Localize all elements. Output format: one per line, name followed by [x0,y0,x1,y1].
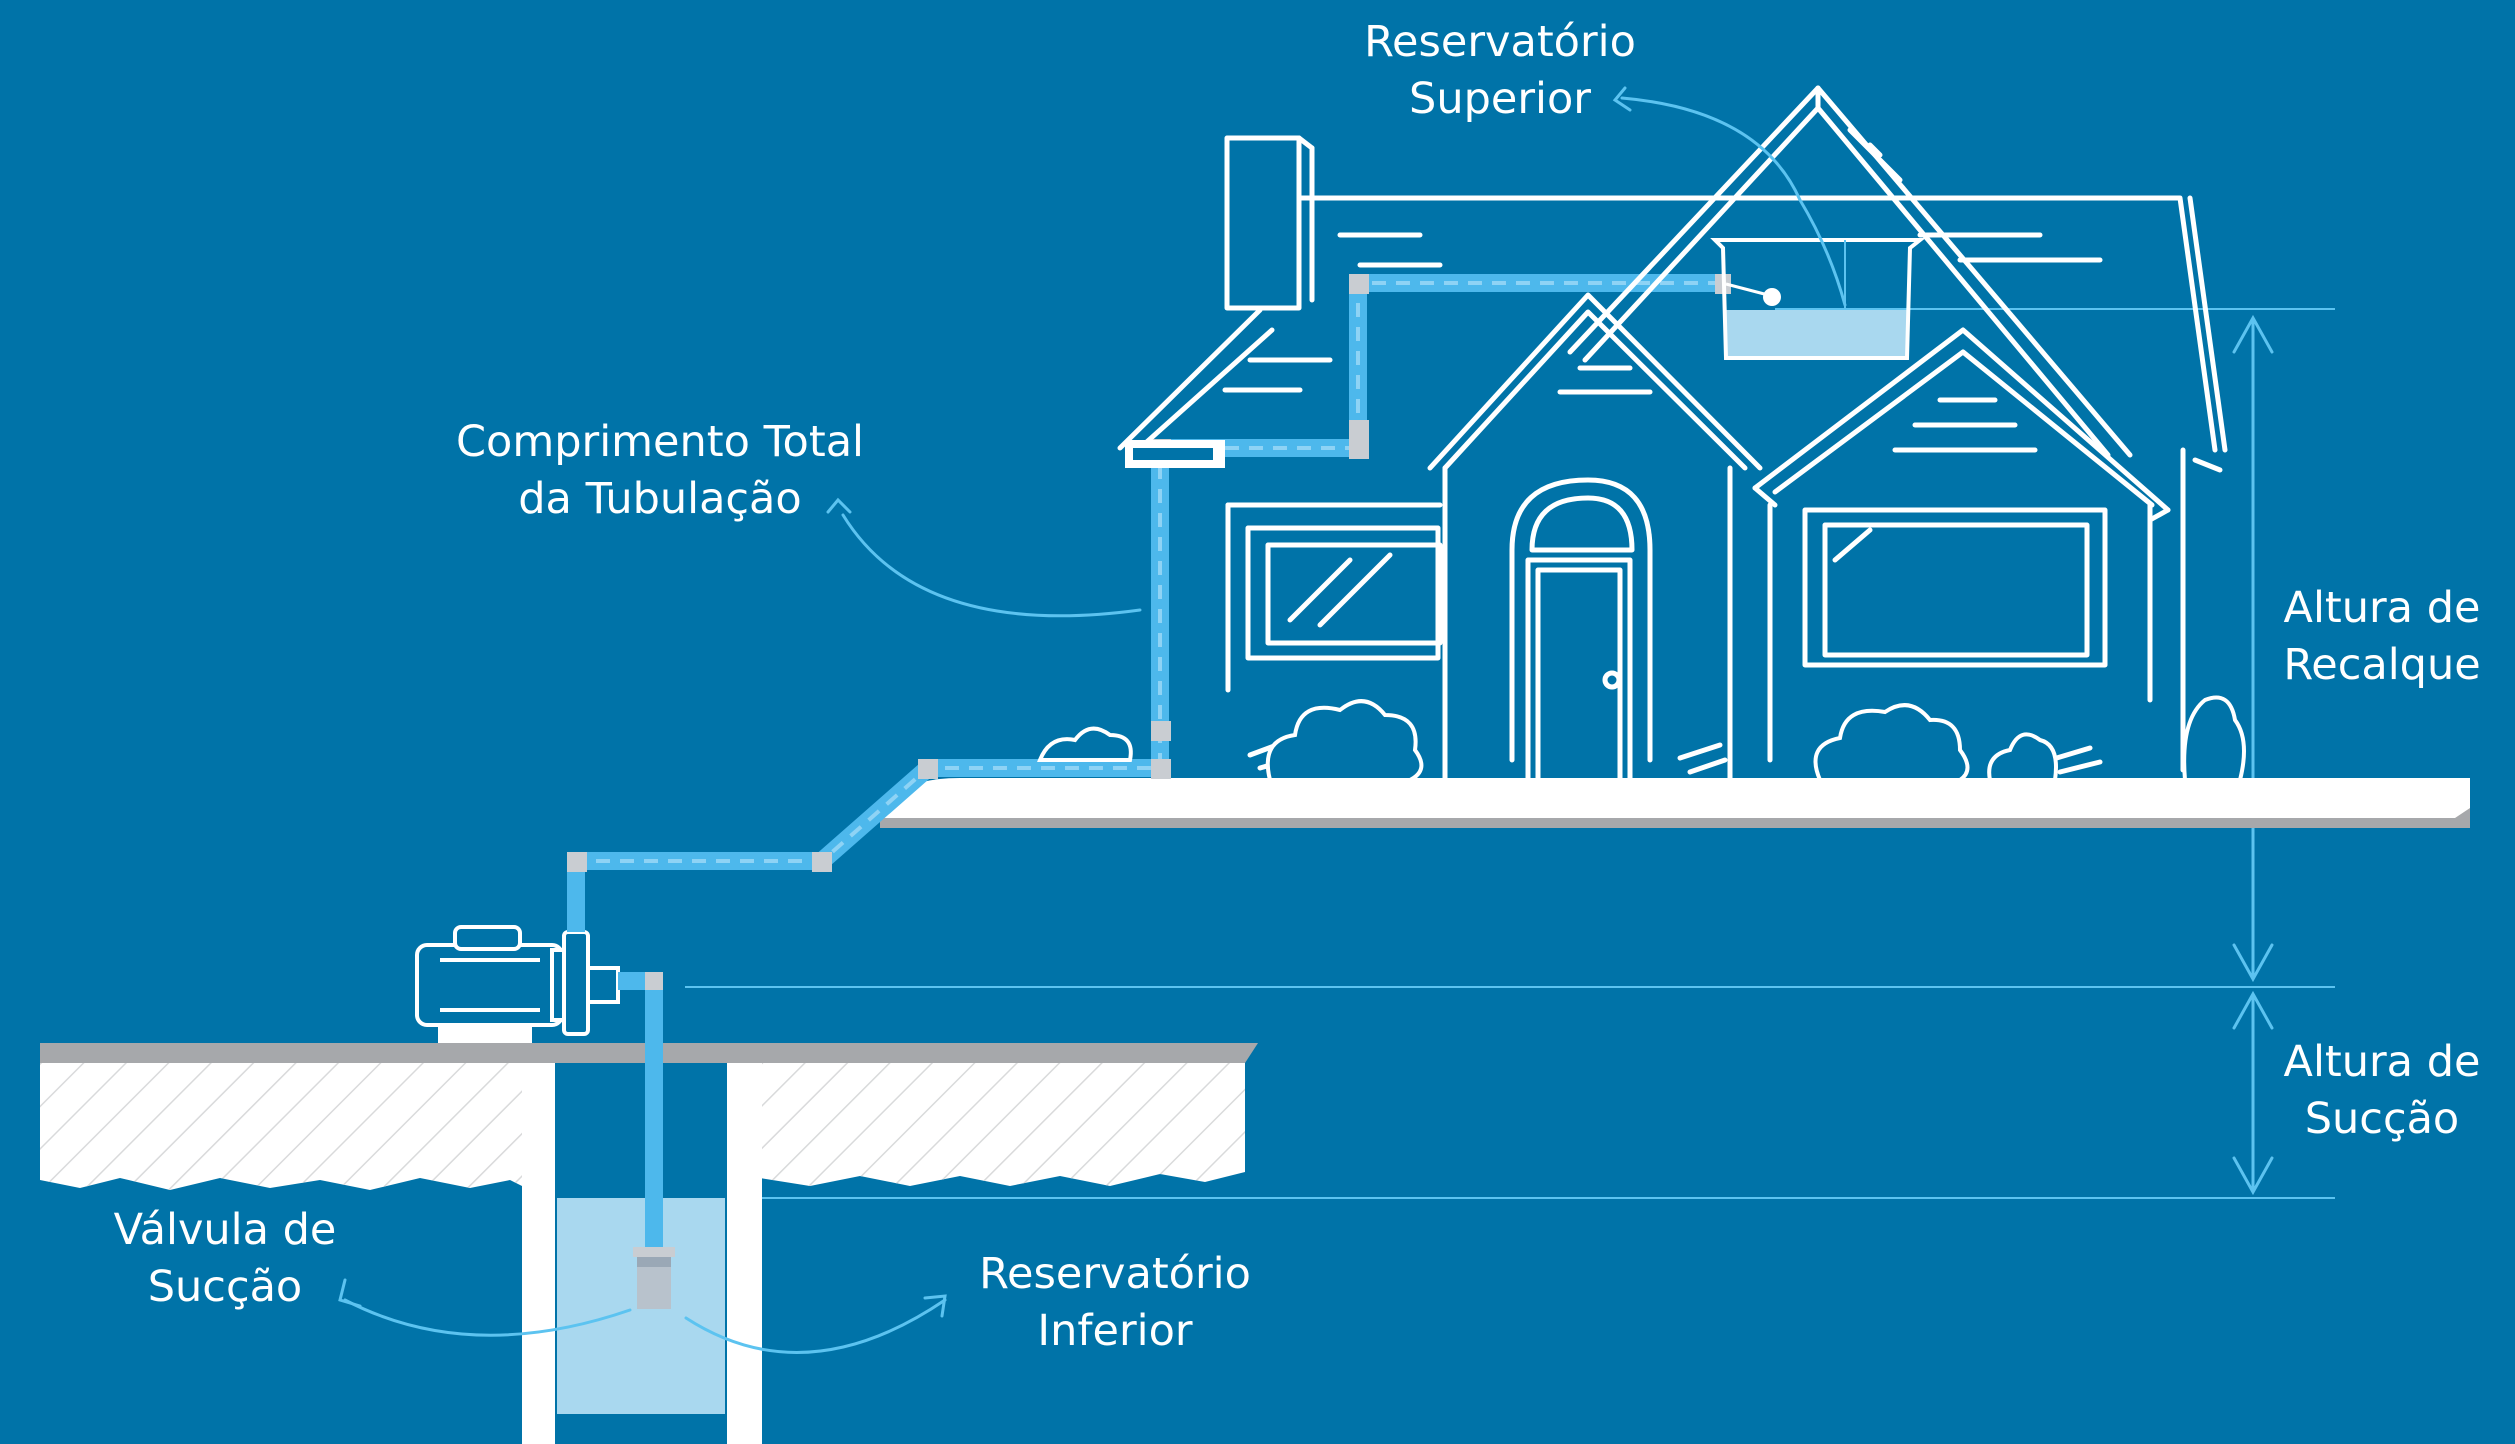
suction-valve-callout-arrow [338,1278,362,1308]
suction-height-label: Altura de Sucção [2262,1034,2502,1148]
discharge-height-label: Altura de Recalque [2262,580,2502,694]
discharge-height-label-line2: Recalque [2283,640,2481,690]
upper-reservoir-callout [1620,96,1847,307]
pipe-length-label: Comprimento Total da Tubulação [440,414,880,528]
lower-reservoir-label-line2: Inferior [1037,1306,1193,1356]
pipe-length-callout-arrow [826,497,852,514]
pipe-length-label-line1: Comprimento Total [456,417,864,467]
suction-valve-callout [343,1298,632,1337]
suction-valve-label-line2: Sucção [147,1262,303,1312]
discharge-height-arrow [2232,314,2274,983]
suction-height-label-line2: Sucção [2304,1094,2460,1144]
discharge-height-label-line1: Altura de [2283,583,2481,633]
upper-ground [880,778,2470,828]
bushes [1037,695,2246,782]
pump [415,925,620,1043]
measurement-guides [685,308,2335,1199]
pipe-length-label-line2: da Tubulação [518,474,802,524]
pipe-length-callout [841,513,1142,618]
suction-height-arrow [2232,990,2274,1196]
callout-curves [338,86,1847,1354]
upper-reservoir-label-line1: Reservatório [1364,17,1636,67]
suction-height-label-line1: Altura de [2283,1037,2481,1087]
upper-reservoir-callout-arrow [1612,86,1632,112]
lower-reservoir-callout [684,1298,947,1354]
suction-valve-label-line1: Válvula de [113,1205,337,1255]
suction-pipe [633,985,675,1309]
lower-reservoir-label: Reservatório Inferior [965,1246,1265,1360]
upper-reservoir-label: Reservatório Superior [1350,14,1650,128]
lower-reservoir-label-line1: Reservatório [979,1249,1251,1299]
house-ledge [1125,440,1225,468]
upper-reservoir [1710,238,1926,360]
lower-ground [40,1043,1258,1190]
house-sketch [1117,85,2228,785]
lower-reservoir-callout-arrow [923,1294,947,1318]
upper-reservoir-label-line2: Superior [1409,74,1591,124]
suction-valve-label: Válvula de Sucção [100,1202,350,1316]
